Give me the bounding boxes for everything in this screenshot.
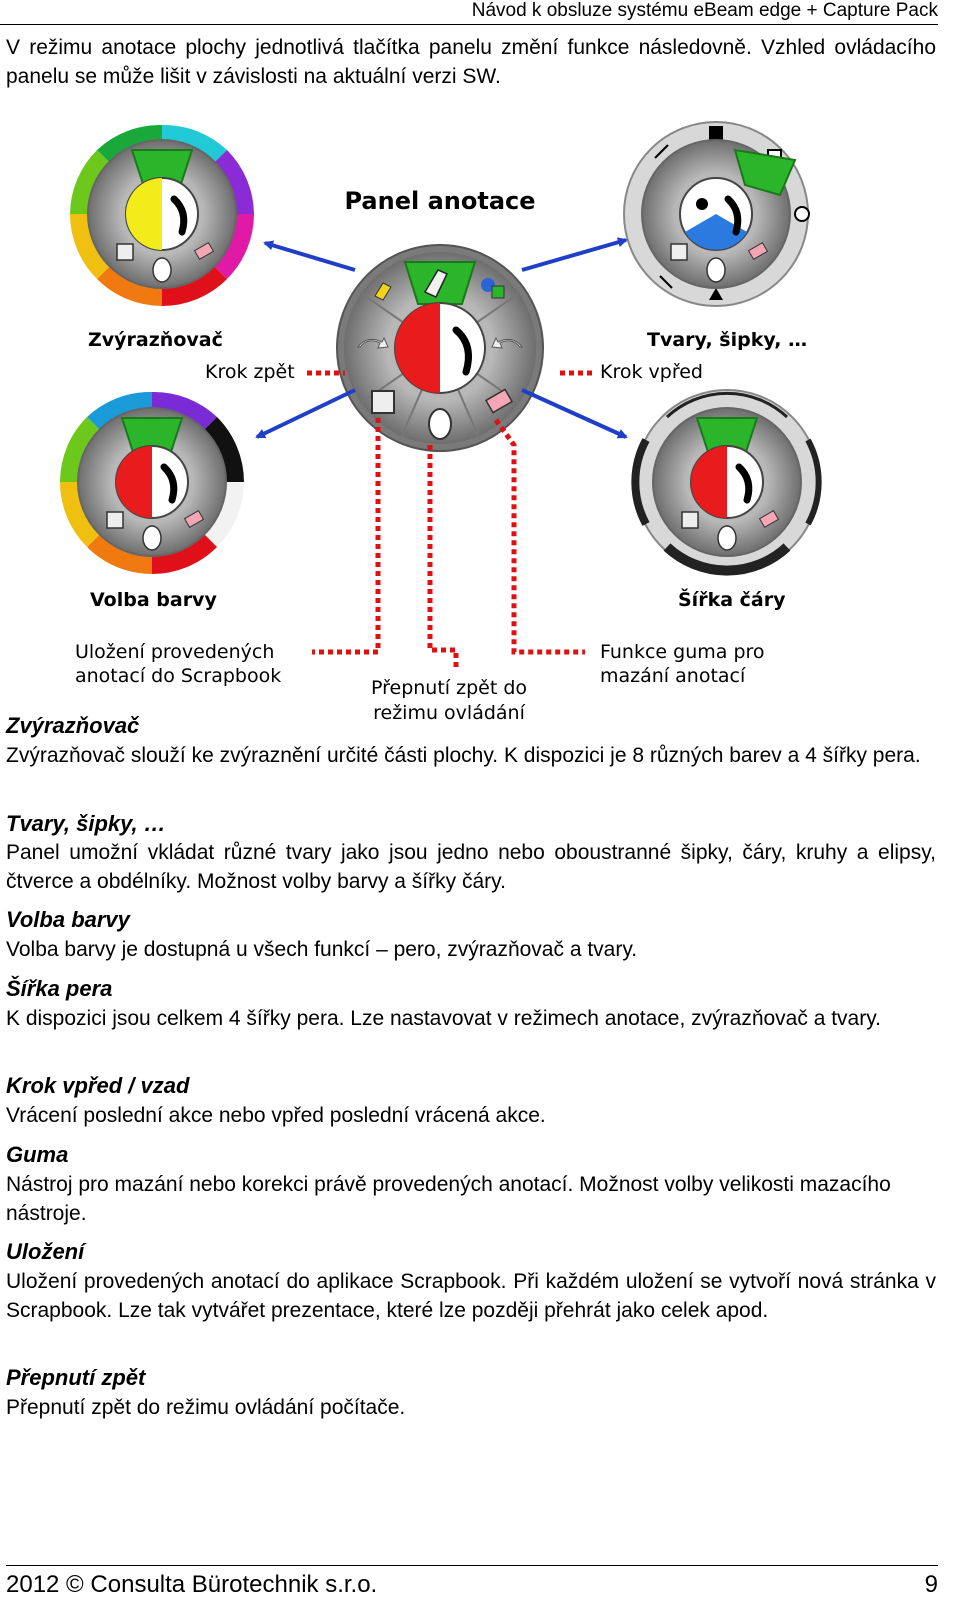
section-heading-undo-redo: Krok vpřed / vzad (6, 1073, 190, 1098)
center-wheel (336, 244, 544, 452)
section-body-save: Uložení provedených anotací do aplikace … (6, 1270, 936, 1322)
annotation-panel-figure: Panel anotace (60, 121, 822, 724)
section-heading-eraser: Guma (6, 1142, 69, 1167)
label-save-2: anotací do Scrapbook (75, 665, 281, 687)
section-heading-width: Šířka pera (6, 976, 113, 1001)
label-eraser-1: Funkce guma pro (600, 641, 765, 663)
shapes-wheel (623, 121, 810, 307)
page-number: 9 (924, 1571, 938, 1598)
figure-title: Panel anotace (344, 187, 535, 215)
pen-icon (423, 269, 449, 298)
highlighter-wheel (70, 124, 254, 306)
footer-copyright: 2012 © Consulta Bürotechnik s.r.o. (6, 1571, 378, 1598)
undo-icon (356, 336, 389, 349)
page-header: Návod k obsluze systému eBeam edge + Cap… (0, 0, 938, 25)
section-body-undo-redo: Vrácení poslední akce nebo vpřed posledn… (6, 1104, 546, 1127)
section-body-color: Volba barvy je dostupná u všech funkcí –… (6, 938, 638, 961)
label-undo: Krok zpět (205, 361, 295, 383)
label-save-1: Uložení provedených (75, 641, 274, 663)
intro-paragraph: V režimu anotace plochy jednotlivá tlačí… (6, 36, 936, 88)
section-heading-shapes: Tvary, šipky, … (6, 811, 166, 836)
section-heading-color: Volba barvy (6, 907, 130, 932)
redo-icon (491, 336, 524, 349)
highlighter-icon (374, 282, 392, 301)
eraser-icon (484, 388, 514, 414)
label-color: Volba barvy (90, 589, 217, 611)
section-heading-switch: Přepnutí zpět (6, 1365, 146, 1390)
section-body-highlighter: Zvýrazňovač slouží ke zvýraznění určité … (6, 744, 921, 767)
line-width-icon (452, 326, 472, 376)
section-body-switch: Přepnutí zpět do režimu ovládání počítač… (6, 1396, 406, 1419)
section-heading-save: Uložení (6, 1239, 85, 1264)
footer-divider (6, 1565, 938, 1566)
mouse-icon (428, 408, 452, 440)
label-switch-2: režimu ovládání (373, 702, 525, 724)
section-body-width: K dispozici jsou celkem 4 šířky pera. Lz… (6, 1007, 881, 1030)
color-wheel (60, 391, 244, 574)
label-redo: Krok vpřed (600, 361, 703, 383)
section-body-eraser: Nástroj pro mazání nebo korekci právě pr… (6, 1173, 891, 1225)
label-switch-1: Přepnutí zpět do (371, 677, 527, 699)
leader-lines (307, 370, 592, 668)
label-width: Šířka čáry (678, 587, 786, 611)
width-wheel (631, 389, 822, 576)
label-shapes: Tvary, šipky, … (647, 329, 807, 351)
color-selector (395, 303, 440, 393)
pointer-arrows (255, 237, 628, 439)
save-icon (371, 390, 395, 414)
label-highlighter: Zvýrazňovač (88, 329, 223, 351)
section-body-shapes: Panel umožní vkládat různé tvary jako js… (6, 841, 936, 893)
section-heading-highlighter: Zvýrazňovač (6, 713, 140, 738)
label-eraser-2: mazání anotací (600, 665, 746, 687)
